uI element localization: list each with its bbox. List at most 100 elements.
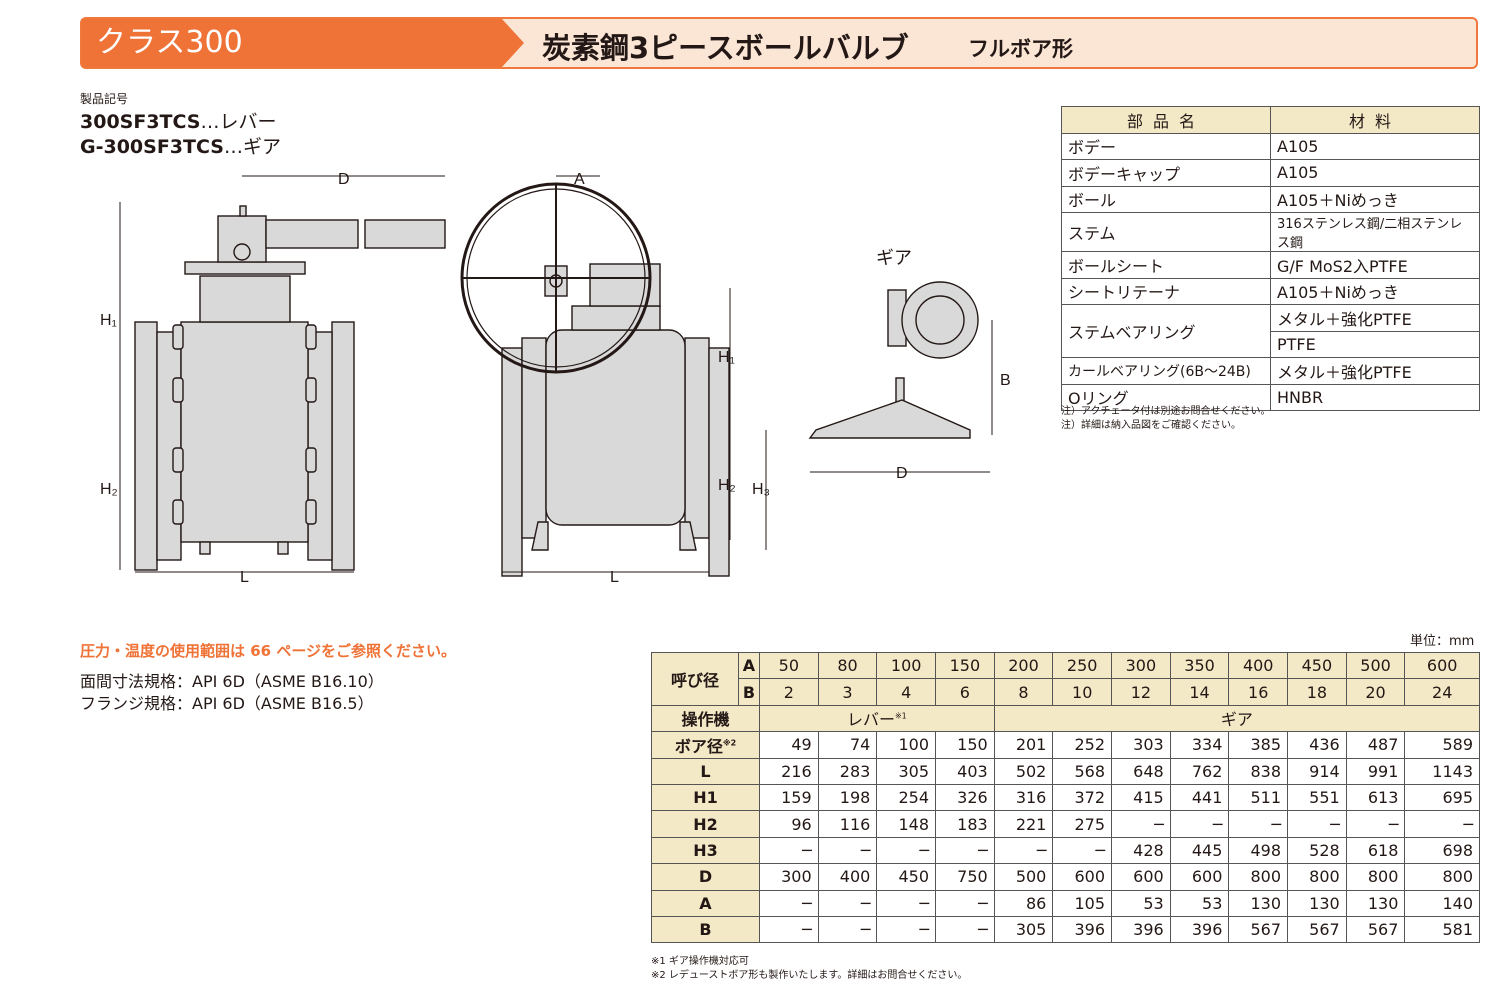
dimension-value: 116: [817, 810, 878, 838]
dimension-value: ─: [1287, 810, 1347, 838]
dimension-label-text: ボア径: [674, 736, 723, 756]
flange-standard: フランジ規格：API 6D（ASME B16.5）: [80, 694, 374, 713]
dimension-label-text: L: [700, 761, 711, 781]
dimension-value: ─: [935, 889, 995, 917]
dimension-value: 698: [1404, 836, 1480, 865]
dimension-value: 600: [1169, 863, 1230, 891]
dimension-value: ─: [759, 836, 819, 865]
code-gear: G-300SF3TCS: [80, 136, 224, 158]
dim-label-H1: H₁: [100, 312, 117, 329]
dimension-value: ─: [876, 915, 937, 944]
dimension-label-text: A: [699, 893, 712, 913]
dimension-value: 396: [1052, 915, 1113, 944]
dimension-label: L: [651, 757, 760, 785]
title-banner: クラス300 炭素鋼3ピースボールバルブ フルボア形: [80, 17, 1478, 69]
dimension-value: 283: [817, 757, 878, 785]
gear-operator-drawing: [808, 281, 979, 439]
nominal-a-value: 350: [1169, 651, 1230, 680]
dimension-value: 221: [993, 810, 1054, 838]
nominal-b-value: 20: [1345, 678, 1406, 706]
nominal-b-value: 14: [1169, 678, 1230, 706]
dimension-label: B: [651, 915, 760, 944]
dimension-value: ─: [817, 889, 878, 917]
dimension-value: 511: [1228, 783, 1289, 812]
dimension-value: 800: [1228, 863, 1289, 891]
lever-text: レバー: [846, 710, 895, 730]
nominal-a-value: 150: [935, 651, 995, 680]
nominal-a-value: 300: [1111, 651, 1171, 680]
dimension-value: 600: [1111, 863, 1171, 891]
nominal-b-value: 12: [1111, 678, 1171, 706]
nominal-a-value: 450: [1287, 651, 1347, 680]
dimension-value: 372: [1052, 783, 1113, 812]
dimension-value: ─: [935, 915, 995, 944]
dimension-value: ─: [817, 915, 878, 944]
part-name: ステムベアリング: [1061, 304, 1271, 358]
nominal-a-value: 80: [817, 651, 878, 680]
page-title: 炭素鋼3ピースボールバルブ: [542, 31, 909, 65]
nominal-a-label: A: [738, 651, 760, 680]
dimension-value: 800: [1404, 863, 1480, 891]
banner-arrow: [502, 19, 524, 67]
nominal-a-value: 400: [1228, 651, 1289, 680]
dimension-value: 589: [1404, 731, 1480, 759]
dimension-value: 567: [1228, 915, 1289, 944]
footnote: ※2 レデューストボア形も製作いたします。詳細はお問合せください。: [651, 970, 968, 981]
dim-label-D: D: [338, 171, 350, 188]
dimension-value: 762: [1169, 757, 1230, 785]
page-subtitle: フルボア形: [968, 37, 1073, 61]
dim-label-D-gear: D: [896, 465, 908, 482]
nominal-a-value: 200: [993, 651, 1054, 680]
dimension-value: 396: [1169, 915, 1230, 944]
dimension-value: 74: [817, 731, 878, 759]
dimension-value: 400: [817, 863, 878, 891]
nominal-b-value: 10: [1052, 678, 1113, 706]
materials-row: ステムベアリングメタル＋強化PTFE: [1061, 304, 1480, 358]
dimension-label: H1: [651, 783, 760, 812]
operation-row: 操作機 レバー※1 ギア: [651, 704, 1481, 733]
dimension-value: 150: [935, 731, 995, 759]
dimension-value: 53: [1169, 889, 1230, 917]
lever-valve-drawing: [134, 205, 446, 571]
dimension-value: ─: [1169, 810, 1230, 838]
nominal-b-value: 2: [759, 678, 819, 706]
footnote: ※1 ギア操作機対応可: [651, 956, 749, 967]
dimension-value: 183: [935, 810, 995, 838]
lever-mark: ※1: [894, 712, 907, 722]
unit-label: 単位：mm: [1410, 634, 1475, 649]
dimension-value: 800: [1287, 863, 1347, 891]
part-name: ステム: [1061, 212, 1271, 252]
part-material: メタル＋強化PTFE: [1270, 304, 1480, 332]
materials-note: 注）アクチェータ付は別途お問合せください。: [1061, 406, 1271, 417]
dimension-value: 148: [876, 810, 937, 838]
nominal-a-value: 50: [759, 651, 819, 680]
range-note: 圧力・温度の使用範囲は 66 ページをご参照ください。: [80, 642, 457, 660]
dimension-value: 275: [1052, 810, 1113, 838]
dimension-value: 252: [1052, 731, 1113, 759]
dimension-value: 49: [759, 731, 819, 759]
dimension-value: 838: [1228, 757, 1289, 785]
part-name: ボデーキャップ: [1061, 159, 1271, 187]
product-label: 製品記号: [80, 92, 129, 106]
dim-label-H3: H₃: [752, 481, 770, 498]
dimension-value: 500: [993, 863, 1054, 891]
dim-label-A: A: [574, 171, 585, 188]
part-name: ボデー: [1061, 132, 1271, 160]
dimension-label-mark: ※2: [722, 738, 737, 748]
dimension-value: 303: [1111, 731, 1171, 759]
dimension-value: ─: [1404, 810, 1480, 838]
dimension-label-text: H3: [693, 840, 718, 860]
dimension-value: 326: [935, 783, 995, 812]
dimension-value: 567: [1345, 915, 1406, 944]
dimension-value: 450: [876, 863, 937, 891]
dimension-value: 216: [759, 757, 819, 785]
dimension-value: 568: [1052, 757, 1113, 785]
